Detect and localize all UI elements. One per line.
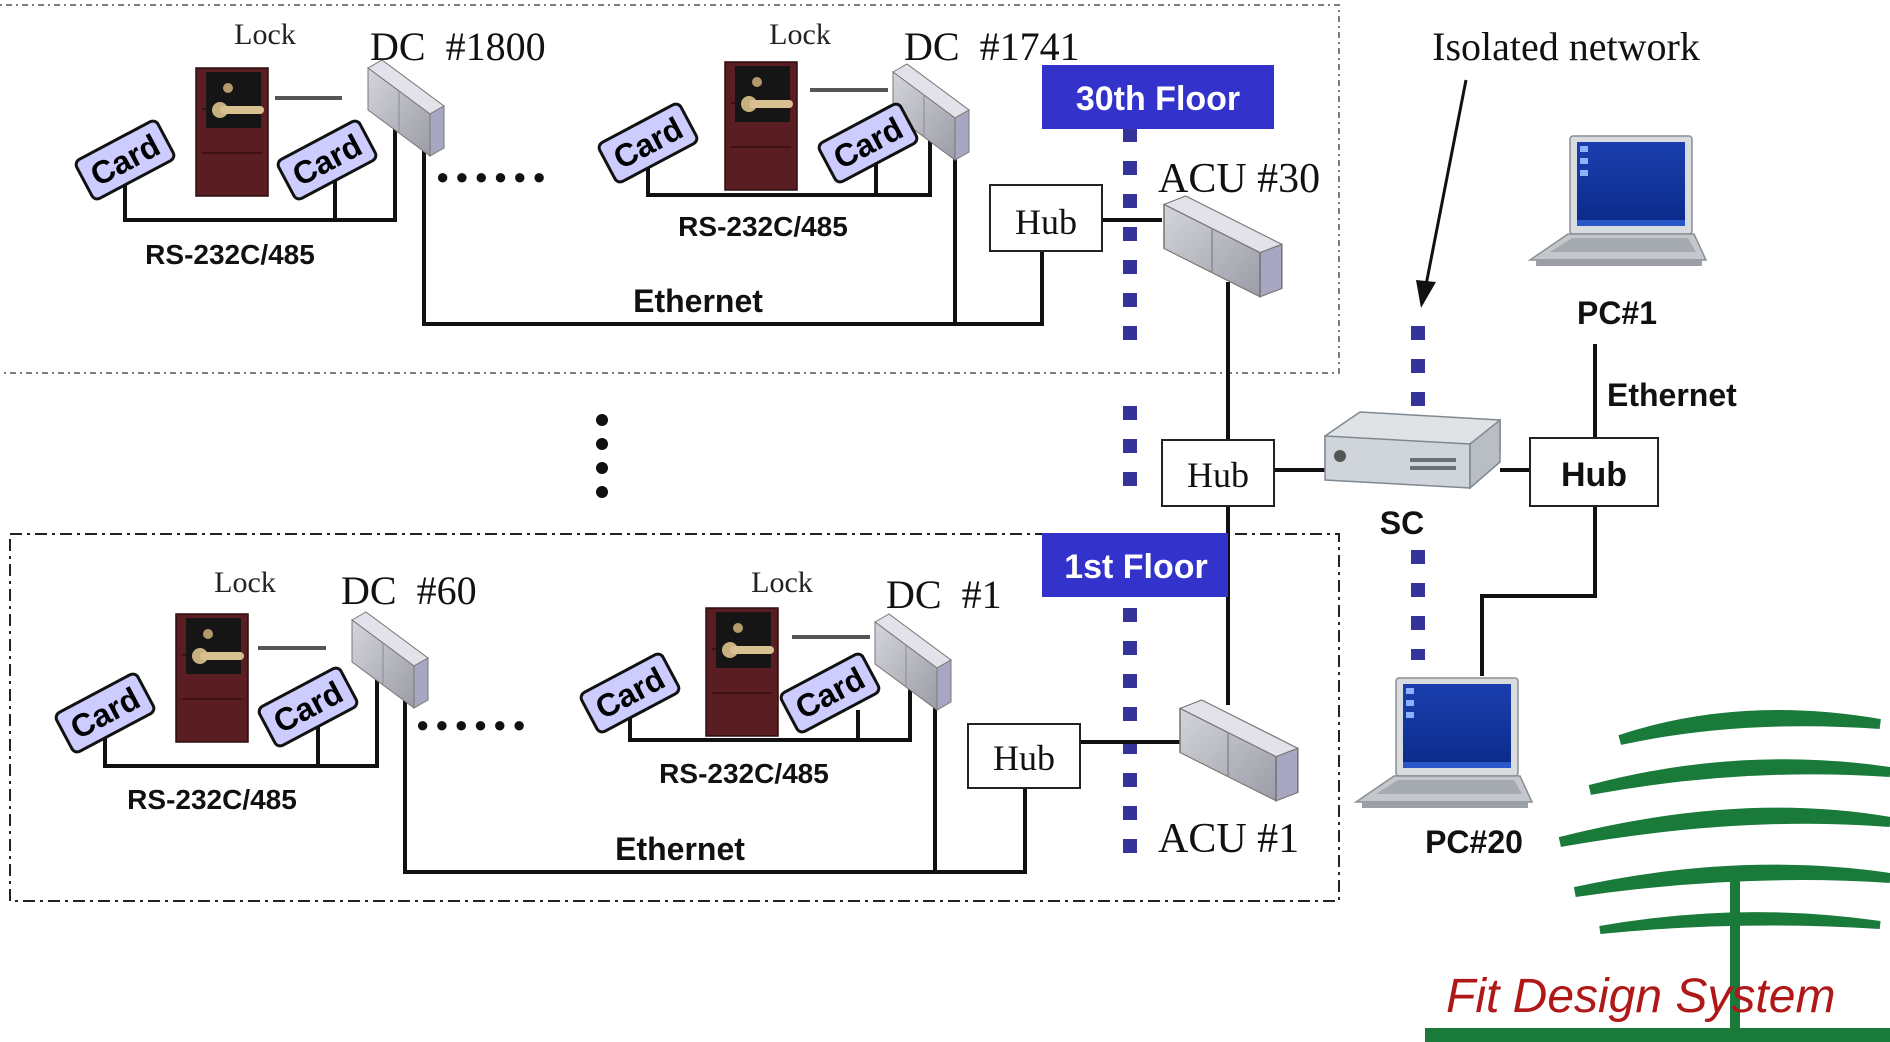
hub-label-floor1: Hub [993, 738, 1055, 778]
ethernet-label-floor30: Ethernet [633, 283, 763, 319]
isolated-arrow-head [1416, 280, 1436, 308]
floor1-boundary [9, 533, 1340, 902]
dc-1800-device-icon [367, 59, 445, 157]
lock-label-60: Lock [214, 566, 276, 599]
door-lock-icon-60 [175, 613, 249, 743]
lock-label-1741: Lock [769, 18, 831, 51]
hub-box-floor1 [967, 723, 1081, 789]
floor30-wiring [123, 88, 1162, 326]
floor30-boundary [0, 4, 1340, 374]
lock-label-1800: Lock [234, 18, 296, 51]
door-lock-icon-1 [705, 607, 779, 737]
rs-label-1800: RS-232C/485 [145, 239, 315, 270]
pc20-laptop-icon [1355, 677, 1533, 809]
dc-1800-label: DC #1800 [370, 24, 546, 69]
rs-label-1741: RS-232C/485 [678, 211, 848, 242]
dc-1-device-icon [874, 613, 952, 711]
dc-60-device-icon [351, 611, 429, 709]
hub-box-center [1161, 439, 1275, 507]
pc1-laptop-icon [1529, 135, 1707, 267]
card-badge-2: Card [276, 119, 378, 201]
fit-design-system-logo: Fit Design System [1425, 710, 1890, 1042]
isolated-network-label: Isolated network [1432, 24, 1700, 69]
logo-text: Fit Design System [1446, 970, 1835, 1023]
acu-1-label: ACU #1 [1158, 816, 1299, 862]
pc1-label: PC#1 [1577, 295, 1657, 331]
hub-label-pc: Hub [1561, 456, 1627, 494]
lock-label-1: Lock [751, 566, 813, 599]
door-lock-icon-1800 [195, 67, 269, 197]
ellipsis-floor1: ●●●●●● [416, 712, 532, 737]
hub-box-floor30 [989, 184, 1103, 252]
acu-30-device-icon [1163, 195, 1283, 298]
floor30-label: 30th Floor [1076, 80, 1240, 118]
card-badge-6: Card [257, 666, 359, 748]
ethernet-label-floor1: Ethernet [615, 831, 745, 867]
isolated-arrow [1424, 79, 1468, 286]
sc-label: SC [1380, 505, 1424, 541]
ethernet-label-pc: Ethernet [1607, 377, 1737, 413]
card-badge-8: Card [779, 652, 881, 734]
card-badge-7: Card [579, 652, 681, 734]
hub-label-floor30: Hub [1015, 202, 1077, 242]
sc-device-icon [1324, 411, 1501, 490]
hub-box-pc [1529, 437, 1659, 507]
floor1-label-bg [1042, 533, 1228, 597]
door-lock-icon-1741 [724, 61, 798, 191]
dc-1-label: DC #1 [886, 572, 1002, 617]
hub-label-center: Hub [1187, 455, 1249, 495]
rs-label-60: RS-232C/485 [127, 784, 297, 815]
card-badge-4: Card [817, 102, 919, 184]
dc-60-label: DC #60 [341, 568, 477, 613]
pc20-label: PC#20 [1425, 824, 1523, 860]
floor1-wiring [103, 635, 1180, 874]
acu-1-device-icon [1179, 699, 1299, 802]
acu-30-label: ACU #30 [1158, 156, 1320, 202]
dc-1741-label: DC #1741 [904, 24, 1080, 69]
floor1-label: 1st Floor [1064, 548, 1208, 586]
ellipsis-floor30: ●●●●●● [436, 164, 552, 189]
rs-label-1: RS-232C/485 [659, 758, 829, 789]
floor30-label-bg [1042, 65, 1274, 129]
ellipsis-floors-vertical [596, 414, 608, 498]
